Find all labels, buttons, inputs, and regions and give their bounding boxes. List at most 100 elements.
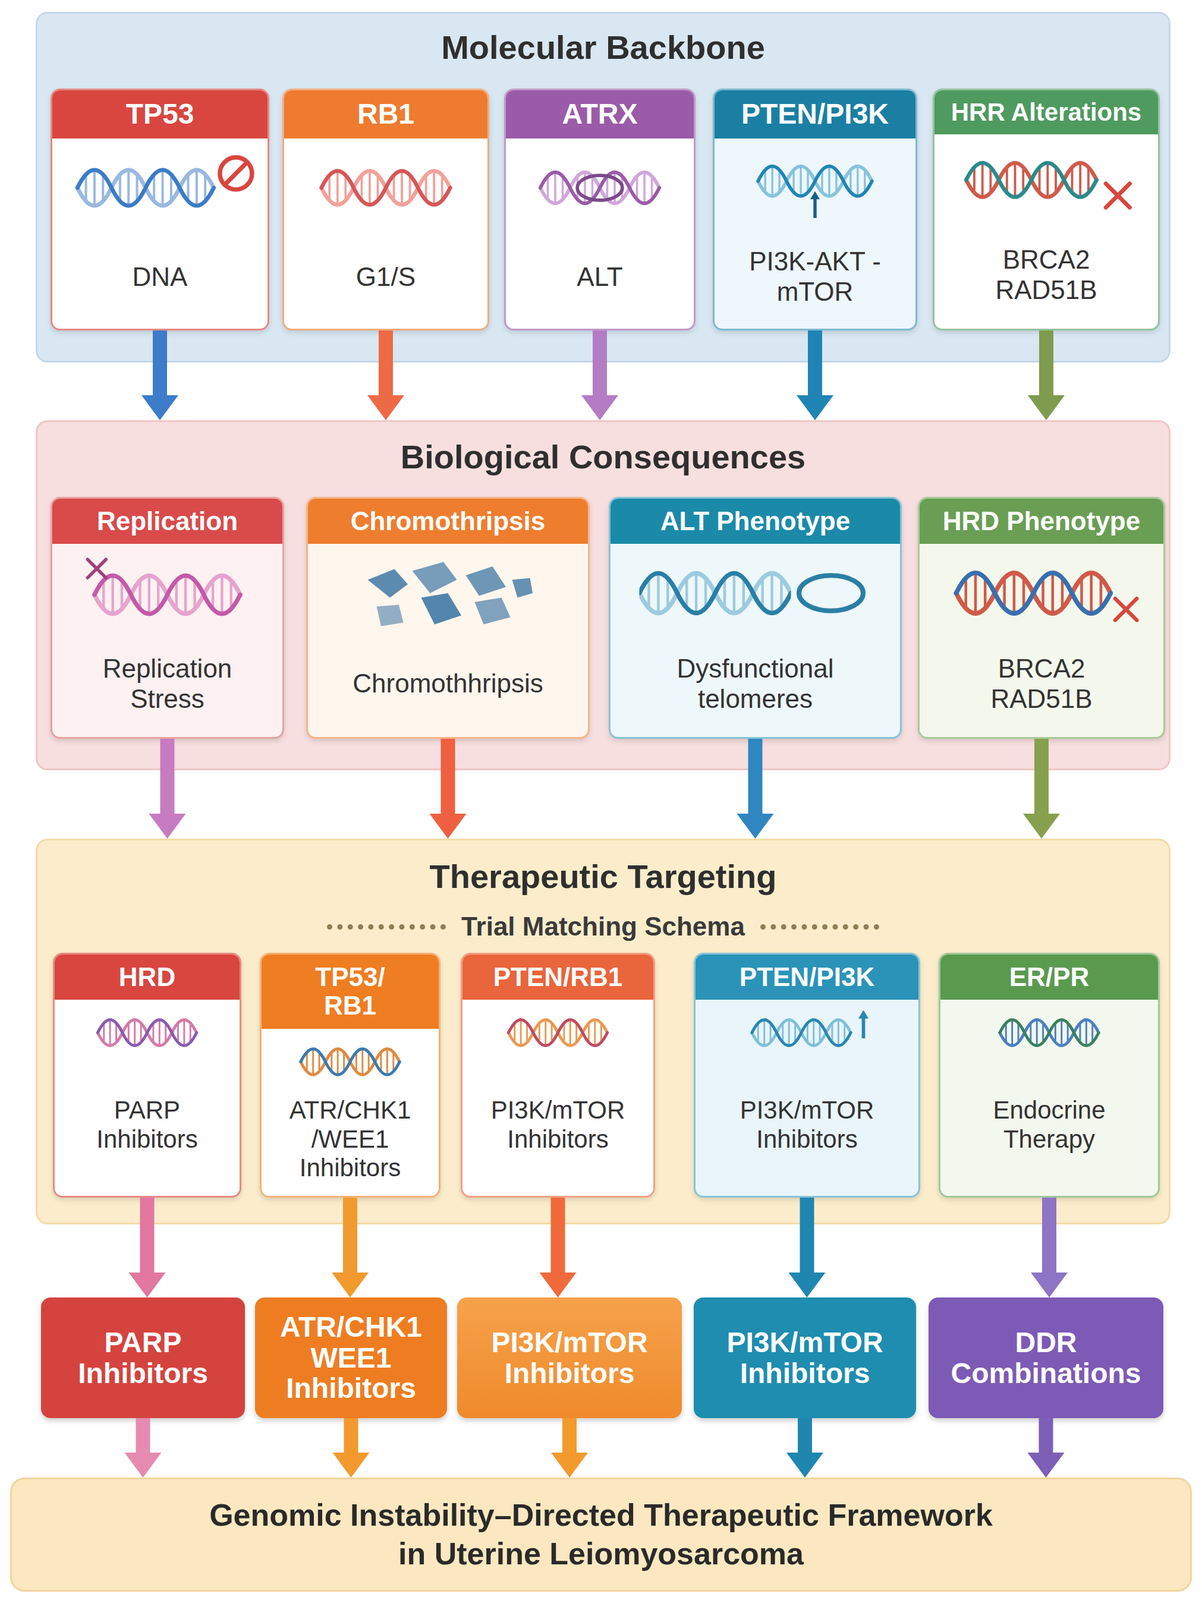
box-heading: HRR Alterations	[951, 98, 1142, 127]
flow-arrow	[140, 1197, 155, 1273]
therapy-label: DDR Combinations	[945, 1327, 1148, 1390]
dna-illustration	[462, 1004, 654, 1062]
body-area: ATR/CHK1 /WEE1 Inhibitors	[261, 1090, 439, 1197]
box-text: BRCA2 RAD51B	[971, 244, 1121, 305]
header-band: Chromothripsis	[307, 498, 588, 544]
body-area: Chromothhripsis	[307, 637, 588, 738]
helix-symbol	[751, 1020, 851, 1047]
box-heading: RB1	[357, 98, 415, 131]
banner-text: Genomic Instability–Directed Therapeutic…	[201, 1496, 1002, 1574]
panel-subtitle: Trial Matching Schema	[461, 911, 745, 942]
header-band: TP53	[52, 90, 268, 139]
breakx-symbol	[1105, 183, 1130, 208]
flow-arrow	[344, 1418, 359, 1453]
gene-box: PTEN/PI3K PI3K-AKT -mTOR	[712, 88, 918, 331]
helix-symbol	[999, 1020, 1099, 1047]
body-area: BRCA2 RAD51B	[934, 228, 1159, 329]
header-band: ER/PR	[940, 954, 1159, 1000]
consequence-box: ReplicationReplication Stress	[50, 496, 285, 739]
box-text: Endocrine Therapy	[971, 1096, 1127, 1154]
box-heading: PTEN/PI3K	[741, 98, 889, 131]
body-area: ALT	[505, 232, 694, 329]
breakx-symbol	[87, 559, 106, 579]
flow-arrow	[1034, 738, 1049, 814]
helix-symbol	[639, 573, 792, 614]
box-heading: HRD	[118, 963, 176, 992]
therapy-box: ATR/CHK1 WEE1 Inhibitors	[255, 1297, 448, 1419]
header-band: PTEN/PI3K	[695, 954, 919, 1000]
panel-title: Therapeutic Targeting	[429, 857, 777, 896]
box-heading: ALT Phenotype	[660, 507, 851, 536]
box-heading: Replication	[96, 507, 238, 536]
box-text: ATR/CHK1 /WEE1 Inhibitors	[269, 1096, 431, 1183]
box-text: PI3K/mTOR Inhibitors	[703, 1096, 911, 1154]
gene-box: HRR AlterationsBRCA2 RAD51B	[932, 88, 1160, 331]
box-text: BRCA2 RAD51B	[967, 653, 1116, 714]
flow-arrow	[343, 1197, 358, 1273]
therapy-box: PI3K/mTOR Inhibitors	[693, 1297, 917, 1419]
gene-box: ATRX ALT	[504, 88, 696, 331]
heading-row: Molecular Backbone	[37, 27, 1169, 67]
gene-box: TP53DNA	[50, 88, 270, 331]
consequence-box: HRD PhenotypeBRCA2 RAD51B	[917, 496, 1166, 739]
header-band: PTEN/RB1	[462, 954, 654, 1000]
dna-illustration	[695, 1004, 919, 1062]
dna-illustration	[307, 548, 588, 638]
dna-illustration	[261, 1033, 439, 1091]
consequence-box: ALT PhenotypeDysfunctional telomeres	[608, 496, 902, 739]
therapy-box: PARP Inhibitors	[41, 1297, 245, 1419]
dna-illustration	[940, 1004, 1159, 1062]
heading-row: Trial Matching Schema	[37, 911, 1169, 942]
therapy-box: DDR Combinations	[928, 1297, 1164, 1419]
body-area: PI3K/mTOR Inhibitors	[695, 1061, 919, 1197]
helix-symbol	[956, 573, 1112, 614]
flow-arrow	[441, 738, 456, 814]
uparrow-symbol	[810, 190, 820, 218]
dotted-rule	[326, 924, 446, 930]
dna-illustration	[714, 143, 916, 233]
flow-arrow	[748, 738, 763, 814]
box-heading: ATRX	[561, 98, 638, 131]
target-box: PTEN/RB1PI3K/mTOR Inhibitors	[460, 952, 656, 1198]
gene-box: RB1G1/S	[282, 88, 490, 331]
flow-arrow	[160, 738, 175, 814]
helix-symbol	[508, 1020, 607, 1047]
flow-arrow	[797, 1418, 813, 1453]
box-heading: PTEN/PI3K	[739, 963, 875, 992]
flow-arrow	[562, 1418, 577, 1453]
body-area: PI3K-AKT -mTOR	[714, 232, 916, 329]
flow-arrow	[1039, 330, 1054, 396]
box-text: PI3K-AKT -mTOR	[722, 246, 908, 307]
body-area: Endocrine Therapy	[940, 1061, 1159, 1197]
target-box: PTEN/PI3K PI3K/mTOR Inhibitors	[693, 952, 921, 1198]
flow-arrow	[800, 1197, 815, 1273]
box-heading: ER/PR	[1009, 963, 1090, 992]
flow-arrow	[378, 330, 393, 396]
box-heading: PTEN/RB1	[493, 963, 623, 992]
header-band: PTEN/PI3K	[714, 90, 916, 139]
heading-row: Biological Consequences	[37, 437, 1169, 477]
heading-row: Therapeutic Targeting	[37, 857, 1169, 896]
box-text: PARP Inhibitors	[70, 1096, 225, 1154]
flow-arrow	[592, 330, 607, 396]
flow-arrow	[136, 1418, 151, 1453]
dotted-rule	[760, 924, 880, 930]
framework-banner: Genomic Instability–Directed Therapeutic…	[10, 1477, 1192, 1592]
therapy-label: PI3K/mTOR Inhibitors	[715, 1327, 895, 1390]
helix-symbol	[321, 170, 451, 205]
box-heading: HRD Phenotype	[942, 507, 1141, 536]
body-area: BRCA2 RAD51B	[919, 637, 1164, 738]
panel-title: Biological Consequences	[400, 437, 807, 477]
section-band: Therapeutic TargetingTrial Matching Sche…	[35, 838, 1171, 1225]
nosign-symbol	[219, 157, 253, 190]
target-box: ER/PR Endocrine Therapy	[938, 952, 1160, 1198]
box-text: Chromothhripsis	[352, 668, 543, 700]
box-heading: Chromothripsis	[350, 507, 546, 536]
header-band: TP53/ RB1	[261, 954, 439, 1030]
flow-arrow	[551, 1197, 566, 1273]
loop-symbol	[798, 576, 864, 612]
box-text: G1/S	[356, 262, 416, 293]
header-band: Replication	[52, 498, 283, 544]
